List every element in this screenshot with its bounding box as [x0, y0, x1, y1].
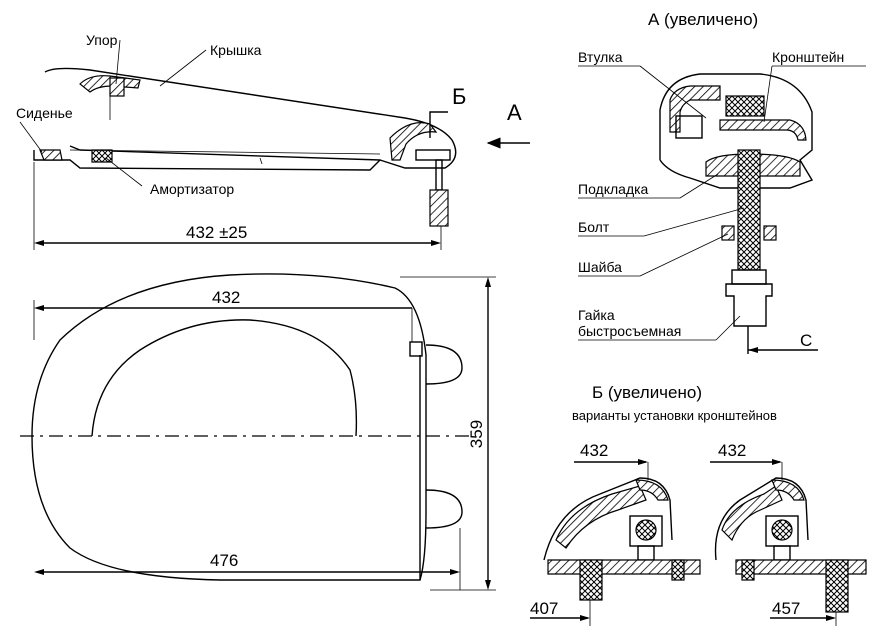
detail-b-title: Б (увеличено) [592, 383, 702, 402]
label-bracket: Кронштейн [772, 49, 844, 65]
dim-right-top: 432 [718, 441, 746, 460]
top-view: 432 476 359 [20, 273, 496, 591]
side-view: Упор Крышка Сиденье Амортизатор Б А 432 … [16, 32, 530, 250]
variant-left: 432 407 [530, 441, 701, 626]
seat-outline [33, 150, 381, 171]
seat-inner-outline [91, 319, 358, 437]
washer-right [763, 225, 777, 241]
quick-nut [429, 189, 449, 227]
bracket-section [725, 95, 765, 117]
dim-height-359: 359 [467, 420, 486, 448]
label-c: С [800, 331, 812, 350]
bolt-section [737, 149, 761, 271]
dim-432-25: 432 ±25 [186, 223, 247, 242]
label-view-a: А [507, 100, 522, 125]
bushing-section [669, 85, 721, 133]
lid-outline [44, 67, 457, 169]
detail-a-title: А (увеличено) [648, 10, 758, 29]
detail-a: А (увеличено) Втулка Кронштейн [578, 10, 866, 354]
label-pad: Подкладка [578, 181, 649, 197]
label-washer: Шайба [578, 259, 622, 275]
detail-b-subtitle: варианты установки кронштейнов [572, 408, 777, 423]
variant-right: 432 457 [710, 441, 867, 626]
label-bolt: Болт [578, 219, 610, 235]
detail-b: Б (увеличено) варианты установки кронште… [530, 383, 867, 626]
label-nut-line2: быстросъемная [578, 323, 681, 339]
bolt-shaft [435, 159, 443, 191]
label-bushing: Втулка [578, 49, 623, 65]
washer-left [721, 225, 735, 241]
label-view-b: Б [452, 84, 466, 109]
seat-outer-outline [31, 273, 427, 581]
seat-section [39, 149, 63, 161]
dim-right-bottom: 457 [772, 599, 800, 618]
dim-top-432: 432 [212, 288, 240, 307]
label-damper: Амортизатор [150, 181, 234, 197]
label-seat: Сиденье [16, 105, 73, 121]
bracket-plate [415, 149, 451, 161]
dim-left-top: 432 [580, 441, 608, 460]
quick-nut-detail [725, 283, 773, 327]
label-lid: Крышка [210, 42, 262, 58]
hinge-housing [659, 73, 814, 189]
hinge-section [389, 122, 438, 161]
label-stop: Упор [86, 32, 118, 48]
dim-left-bottom: 407 [530, 599, 558, 618]
label-nut-line1: Гайка [578, 307, 615, 323]
stop-part [109, 77, 125, 97]
hinge-pin [409, 341, 423, 357]
dim-bottom-476: 476 [210, 551, 238, 570]
